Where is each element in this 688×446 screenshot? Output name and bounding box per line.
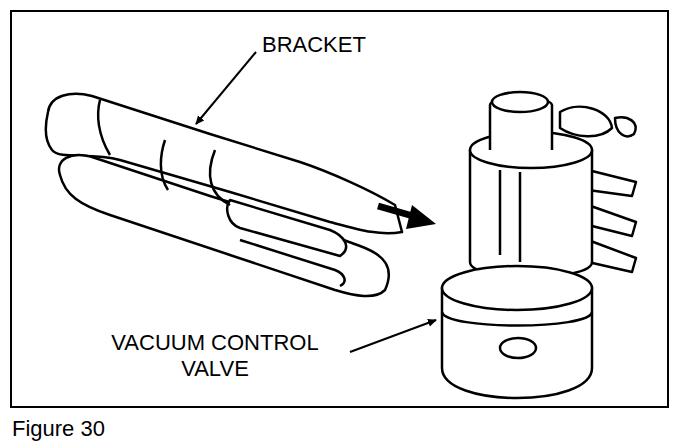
leader-line	[196, 52, 256, 124]
figure-caption: Figure 30	[12, 416, 212, 442]
direction-arrowhead	[406, 205, 436, 229]
leader-line	[350, 320, 436, 352]
part-label: VACUUM CONTROL VALVE	[84, 330, 346, 382]
figure-frame	[11, 11, 668, 407]
valve-drawing	[442, 92, 636, 398]
bracket-drawing	[46, 94, 402, 296]
part-label: BRACKET	[262, 32, 402, 58]
